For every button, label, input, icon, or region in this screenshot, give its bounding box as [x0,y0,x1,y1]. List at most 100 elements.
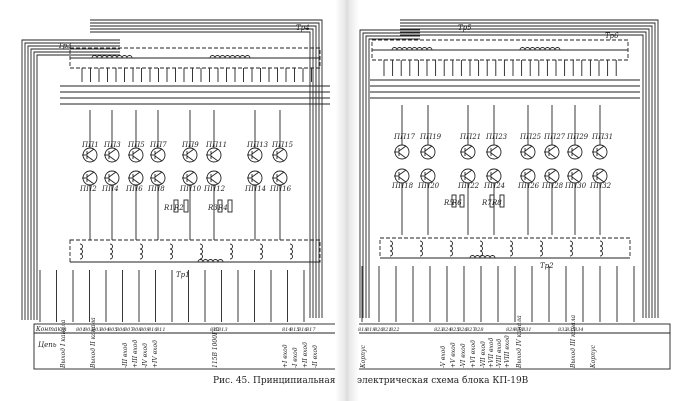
resistor-r2 [183,199,189,213]
transformer-tr2-winding [389,240,393,257]
transistor-collector [424,145,433,152]
transistor-label-bottom: ПП10 [180,185,202,193]
resistor-label: R7 [482,199,492,207]
transistor-label-bottom: ПП20 [418,182,440,190]
connector-pin-label: 817 [306,327,316,333]
resistor-label: R2 [174,204,184,212]
transistor-emitter [524,176,533,183]
connector-pin-label: 815 [290,327,300,333]
transistor-collector [186,171,195,178]
bus-wire [90,22,320,318]
transistor-collector [210,148,219,155]
transistor-emitter [464,152,473,159]
transistor-emitter [596,176,605,183]
connector-pin-label: 807 [124,327,134,333]
transformer-tr2-winding [539,240,543,257]
connector-function-label: +V вход [450,342,457,368]
transistor-label-bottom: ПП32 [590,182,612,190]
connector-function-label: -VI вход [460,343,467,369]
transistor-emitter [276,155,285,162]
transformer-label-tr6: Тр6 [605,32,619,40]
transistor-emitter [186,155,195,162]
transformer-tr1-winding [289,243,293,260]
transistor-collector [524,169,533,176]
transistor-label-bottom: ПП24 [484,182,506,190]
transistor-emitter [548,176,557,183]
figure-caption-right: электрическая схема блока КП-19В [357,376,529,386]
connector-function-label: Цепь [38,341,57,349]
resistor-label: R8 [492,199,502,207]
transistor-emitter [132,155,141,162]
coil-winding [197,259,224,263]
transistor-label-bottom: ПП4 [102,185,119,193]
transistor-collector [490,169,499,176]
connector-pin-label: 803 [92,327,102,333]
coil-winding [539,240,543,257]
transistor-collector [251,148,260,155]
transformer-tr1-winding [259,243,263,260]
transformer-tr1-winding [139,243,143,260]
transistor-пп7 [150,147,166,163]
transistor-пп2 [82,170,98,186]
connector-function-label: Выход I канала [60,319,67,368]
connector-function-label: Корпус [360,345,367,368]
connector-pin-label: 818 [358,327,368,333]
connector-pin-label: 819 [366,327,376,333]
resistor-label: R1 [164,204,174,212]
resistor-label: R5 [444,199,454,207]
transistor-label-bottom: ПП18 [392,182,414,190]
transistor-emitter [86,155,95,162]
transistor-label-top: ПП13 [247,141,269,149]
transistor-пп29 [567,144,583,160]
bus-wire [400,19,659,318]
bus-wire [36,54,120,320]
transformer-label-tr4: Тр4 [296,24,310,32]
bus-wire [400,34,644,318]
transistor-emitter [186,178,195,185]
transistor-collector [548,169,557,176]
transistor-emitter [251,178,260,185]
transformer-label-tr5: Тр5 [458,24,472,32]
connector-function-label: Выход II канала [90,317,97,368]
bus-wire [27,45,120,320]
bus-wire [368,38,420,318]
schematic-components [33,39,671,370]
transformer-tr1-winding [109,243,113,260]
transistor-emitter [398,152,407,159]
resistor-r7 [489,194,495,208]
connector-function-label: Корпус [590,345,597,368]
transistor-emitter [251,155,260,162]
transistor-label-top: ПП15 [272,141,294,149]
transistor-label-top: ПП11 [206,141,228,149]
resistor-r4 [227,199,233,213]
connector-pin-label: 822 [390,327,400,333]
transistor-collector [424,169,433,176]
coil-winding [109,243,113,260]
transistor-collector [132,148,141,155]
transformer-label-tr3: Тр3 [58,42,72,50]
transistor-collector [490,145,499,152]
transistor-label-top: ПП23 [486,133,508,141]
transistor-label-bottom: ПП30 [565,182,587,190]
transistor-пп17 [394,144,410,160]
connector-pin-label: 806 [116,327,126,333]
transistor-пп9 [182,147,198,163]
bus-wire [21,39,120,320]
transistor-пп25 [520,144,536,160]
bus-wire [30,48,120,320]
connector-pin-label: 833 [566,327,576,333]
transistor-collector [464,145,473,152]
transistor-collector [108,148,117,155]
transformer-tr1-winding [229,243,233,260]
connector-function-label: -VIII вход [496,338,503,368]
connector-pin-label: 811 [156,327,166,333]
coil-winding [79,243,83,260]
connector-function-label: +VII вход [488,337,495,368]
bus-wire [90,19,323,318]
connector-pin-label: 810 [148,327,158,333]
connector-function-label: +VI вход [470,340,477,368]
transistor-пп32 [592,168,608,184]
transistor-пп10 [182,170,198,186]
transistor-пп5 [128,147,144,163]
